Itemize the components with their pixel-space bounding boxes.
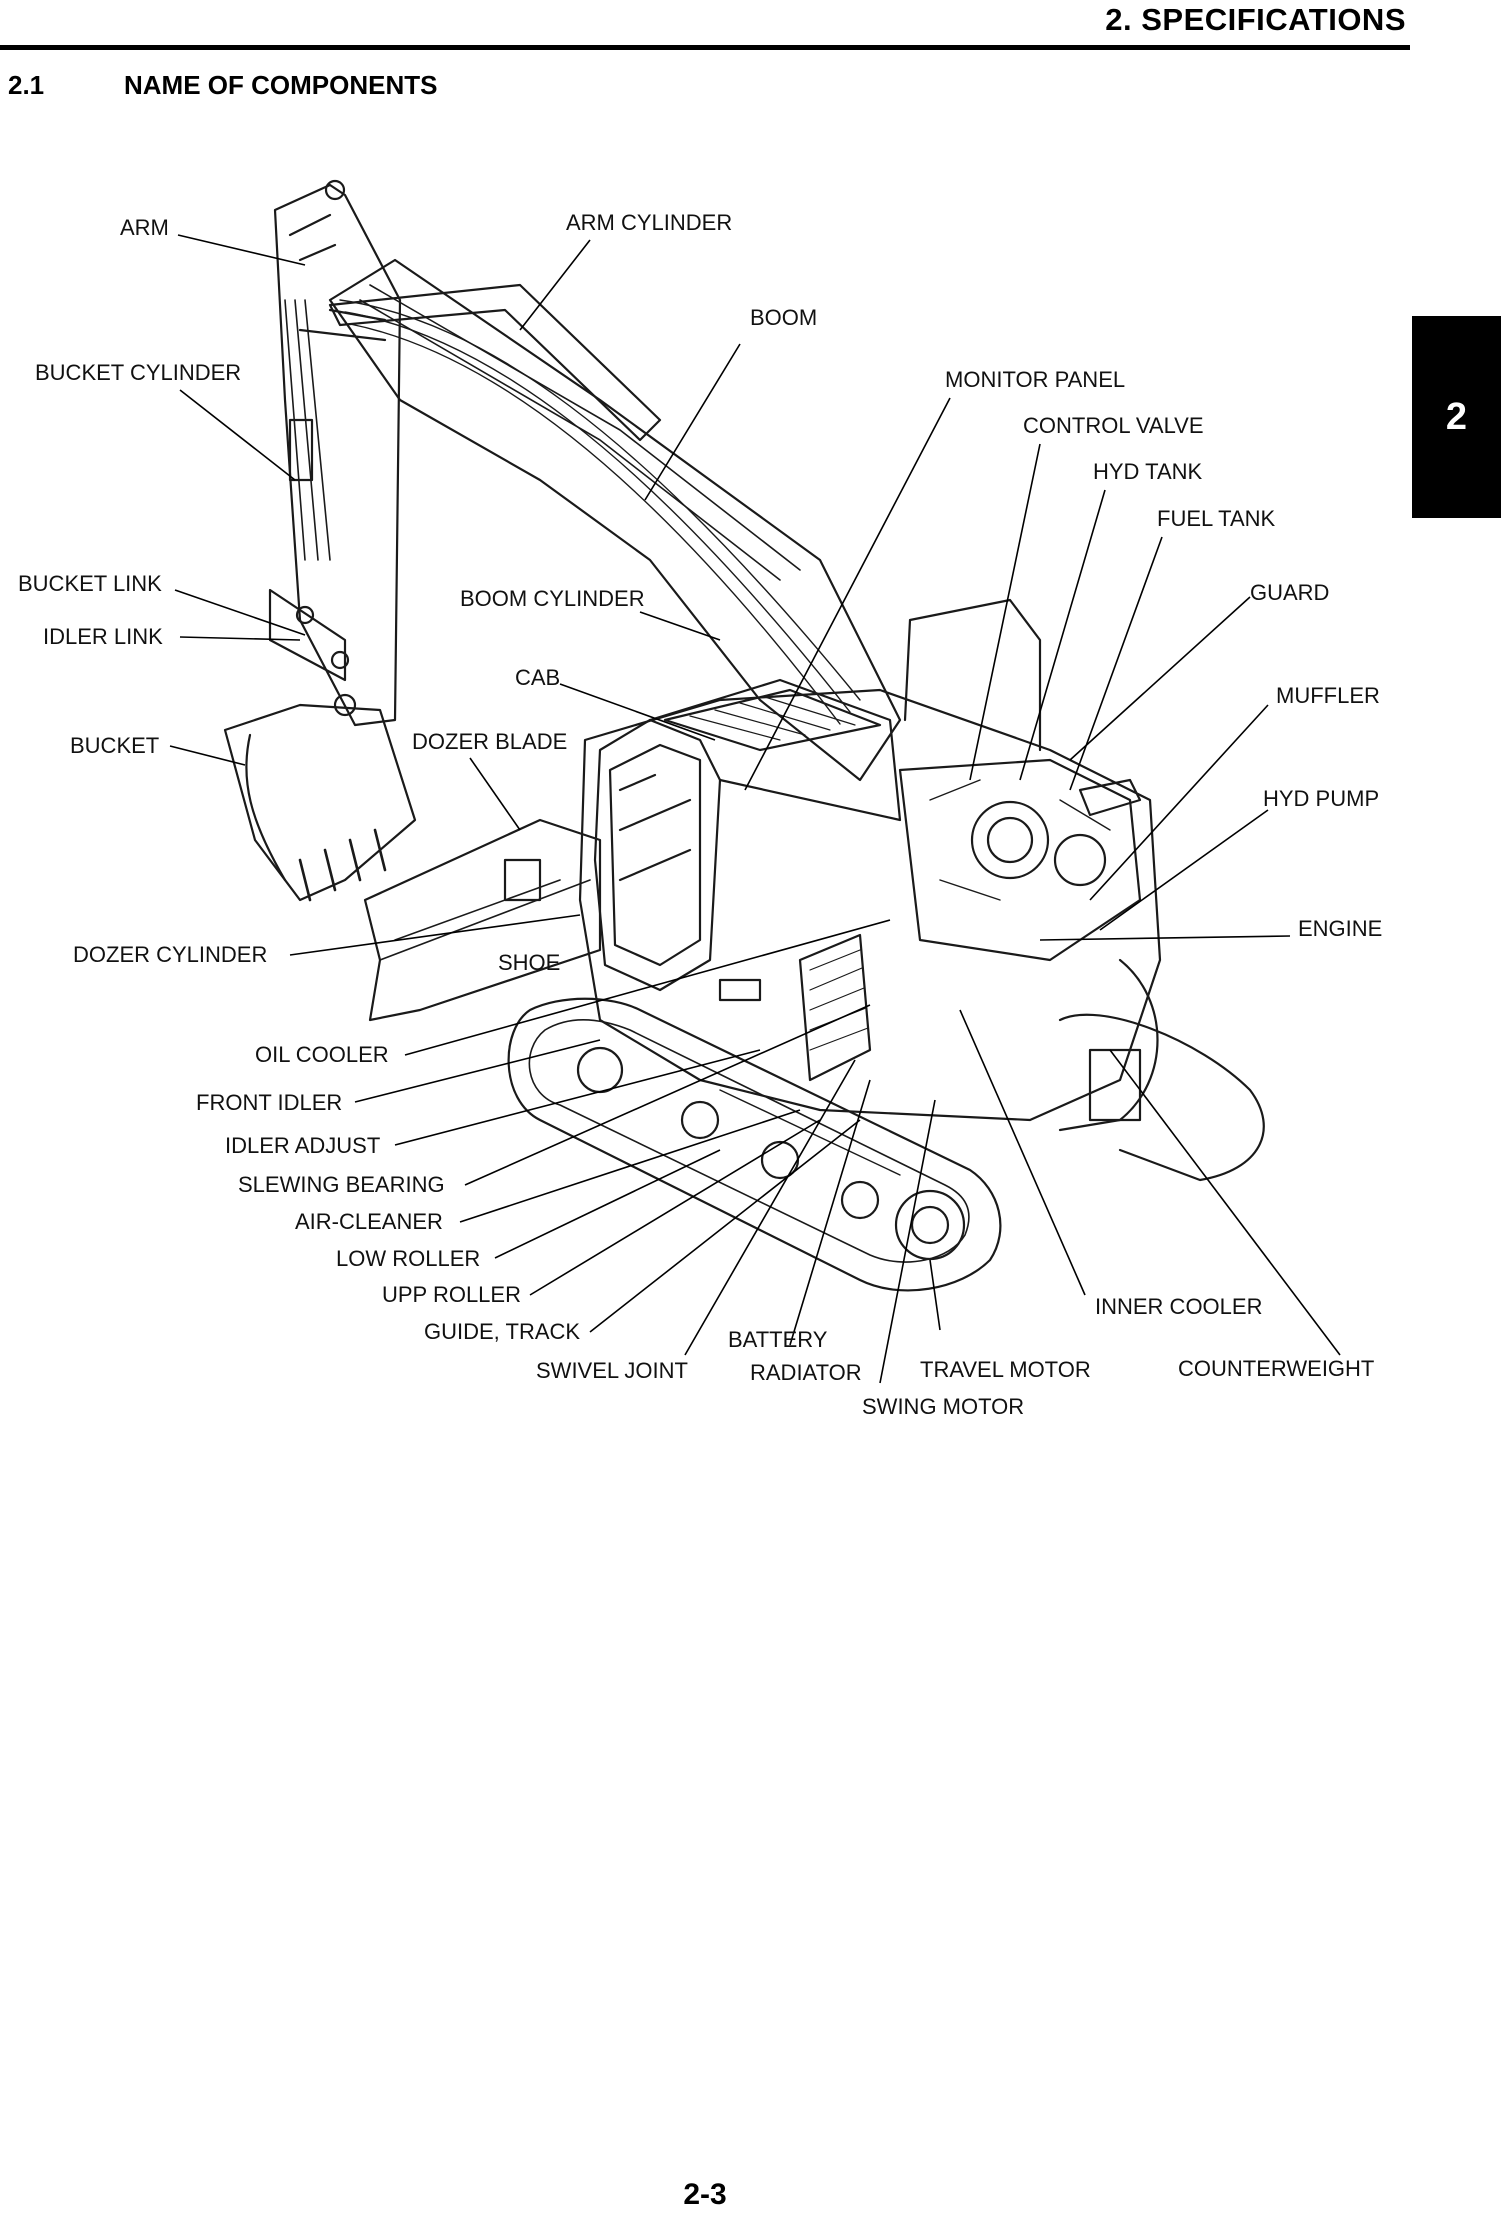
label-arm: ARM — [120, 215, 169, 240]
header-rule — [0, 45, 1410, 50]
label-dozer-cylinder: DOZER CYLINDER — [73, 942, 267, 967]
label-cab: CAB — [515, 665, 560, 690]
label-muffler: MUFFLER — [1276, 683, 1380, 708]
label-monitor-panel: MONITOR PANEL — [945, 367, 1125, 392]
label-swing-motor: SWING MOTOR — [862, 1394, 1024, 1419]
label-swivel-joint: SWIVEL JOINT — [536, 1358, 688, 1383]
section-title: NAME OF COMPONENTS — [124, 70, 438, 100]
label-oil-cooler: OIL COOLER — [255, 1042, 389, 1067]
label-slewing-bearing: SLEWING BEARING — [238, 1172, 445, 1197]
label-dozer-blade: DOZER BLADE — [412, 729, 567, 754]
excavator-components-figure: ARM ARM CYLINDER BOOM BUCKET CYLINDER MO… — [18, 179, 1382, 1419]
label-travel-motor: TRAVEL MOTOR — [920, 1357, 1091, 1382]
boom-drawing — [328, 258, 902, 782]
label-inner-cooler: INNER COOLER — [1095, 1294, 1262, 1319]
counterweight-drawing — [1058, 958, 1159, 1132]
callout-labels: ARM ARM CYLINDER BOOM BUCKET CYLINDER MO… — [18, 210, 1382, 1419]
label-hyd-tank: HYD TANK — [1093, 459, 1203, 484]
label-idler-link: IDLER LINK — [43, 624, 163, 649]
label-fuel-tank: FUEL TANK — [1157, 506, 1276, 531]
arm-drawing — [273, 183, 402, 727]
cab-drawing — [593, 718, 722, 992]
leader-lines — [169, 234, 1341, 1384]
chapter-tab: 2 — [1412, 316, 1501, 518]
label-bucket-link: BUCKET LINK — [18, 571, 162, 596]
arm-cylinder-drawing — [328, 283, 662, 442]
track-drawing — [507, 997, 1002, 1292]
excavator-illustration — [223, 179, 1265, 1292]
label-front-idler: FRONT IDLER — [196, 1090, 342, 1115]
running-header-title: 2. SPECIFICATIONS — [1105, 2, 1406, 37]
label-idler-adjust: IDLER ADJUST — [225, 1133, 380, 1158]
section-number: 2.1 — [8, 70, 45, 100]
label-bucket-cylinder: BUCKET CYLINDER — [35, 360, 241, 385]
label-boom-cylinder: BOOM CYLINDER — [460, 586, 645, 611]
label-hyd-pump: HYD PUMP — [1263, 786, 1379, 811]
label-air-cleaner: AIR-CLEANER — [295, 1209, 443, 1234]
page-number: 2-3 — [683, 2178, 727, 2211]
label-low-roller: LOW ROLLER — [336, 1246, 480, 1271]
label-boom: BOOM — [750, 305, 817, 330]
chapter-tab-number: 2 — [1445, 395, 1468, 438]
label-shoe: SHOE — [498, 950, 560, 975]
label-guard: GUARD — [1250, 580, 1329, 605]
label-radiator: RADIATOR — [750, 1360, 862, 1385]
label-control-valve: CONTROL VALVE — [1023, 413, 1204, 438]
label-battery: BATTERY — [728, 1327, 828, 1352]
label-arm-cylinder: ARM CYLINDER — [566, 210, 732, 235]
label-counterweight: COUNTERWEIGHT — [1178, 1356, 1374, 1381]
label-upp-roller: UPP ROLLER — [382, 1282, 521, 1307]
label-engine: ENGINE — [1298, 916, 1382, 941]
bucket-drawing — [223, 703, 417, 902]
label-guide-track: GUIDE, TRACK — [424, 1319, 580, 1344]
label-bucket: BUCKET — [70, 733, 159, 758]
dozer-blade-drawing — [363, 818, 602, 1022]
